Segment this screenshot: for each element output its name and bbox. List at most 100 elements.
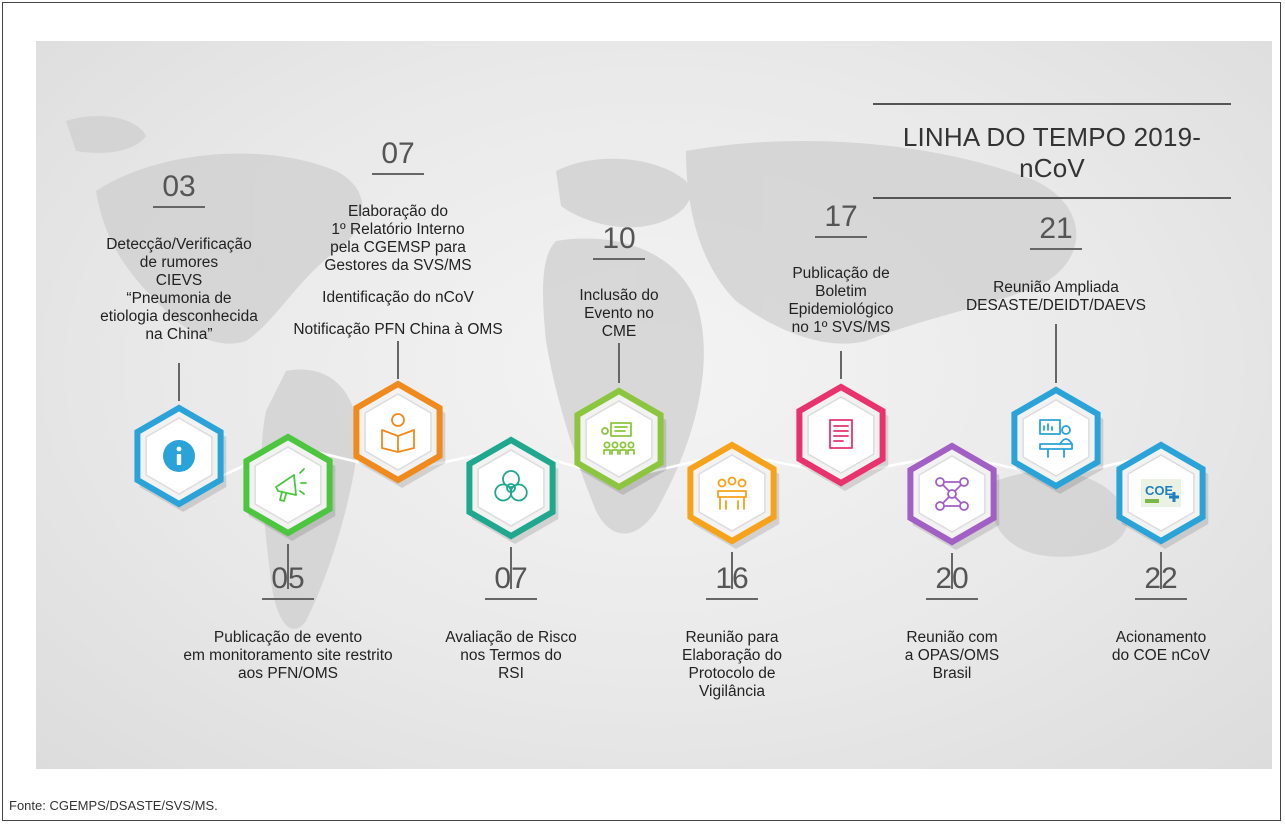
date-underline	[593, 258, 645, 260]
presentation-icon	[601, 422, 635, 455]
event-date: 17	[824, 200, 858, 233]
megaphone-icon	[275, 468, 307, 502]
event-description-line: Notificação PFN China à OMS	[293, 321, 503, 338]
event-description-line: aos PFN/OMS	[238, 665, 338, 682]
event-hexagon	[243, 433, 336, 541]
date-underline	[1030, 248, 1082, 250]
event-hexagon	[134, 404, 227, 512]
date-underline	[815, 236, 867, 238]
date-underline	[706, 598, 758, 600]
event-description-line: “Pneumonia de	[126, 290, 232, 307]
event-description-line: no 1º SVS/MS	[791, 319, 891, 336]
event-description-line: Protocolo de	[688, 665, 776, 682]
event-connector	[618, 343, 620, 383]
event-description-line: Avaliação de Risco	[445, 629, 577, 646]
event-description-line: Acionamento	[1115, 629, 1207, 646]
event-description-line: do COE nCoV	[1111, 647, 1211, 664]
event-connector	[178, 363, 180, 401]
event-date: 10	[602, 222, 636, 255]
event-description-line: Inclusão do	[579, 287, 659, 304]
event-description-line: Publicação de evento	[213, 629, 363, 646]
event-description-line: Publicação de	[792, 265, 890, 282]
event-description-line: Brasil	[932, 665, 972, 682]
event-date: 03	[162, 170, 196, 203]
date-underline	[153, 206, 205, 208]
event-connector	[840, 351, 842, 379]
event-description-line: CME	[601, 323, 637, 340]
event-description-line: Elaboração do	[682, 647, 782, 664]
event-description-line: Evento no	[584, 305, 654, 322]
event-connector	[1055, 324, 1057, 383]
event-hexagon	[687, 441, 780, 549]
date-underline	[926, 598, 978, 600]
hexagon-chain: COE	[134, 380, 1209, 550]
event-hexagon	[574, 387, 667, 495]
event-connector	[951, 553, 953, 589]
event-description-line: Vigilância	[698, 683, 766, 700]
event-description-line: Gestores da SVS/MS	[324, 257, 472, 274]
date-underline	[262, 598, 314, 600]
event-description-line: CIEVS	[155, 272, 203, 289]
event-description-line: Detecção/Verificação	[106, 236, 252, 253]
event-connector	[397, 341, 399, 379]
event-connector	[287, 544, 289, 589]
event-hexagon	[353, 380, 446, 488]
timeline-title: LINHA DO TEMPO 2019-nCoV	[902, 122, 1202, 183]
event-date: 21	[1039, 212, 1073, 245]
event-description-line: RSI	[498, 665, 524, 682]
event-description-line: etiologia desconhecida	[100, 308, 258, 325]
event-hexagon	[466, 436, 559, 544]
event-description-line: Reunião Ampliada	[993, 279, 1119, 296]
newspaper-icon	[829, 419, 853, 449]
event-hexagon	[907, 442, 1000, 550]
event-description-line: a OPAS/OMS	[904, 647, 1000, 664]
timeline-title-block: LINHA DO TEMPO 2019-nCoV	[873, 103, 1231, 199]
event-description-line: em monitoramento site restrito	[183, 647, 393, 664]
event-hexagon	[796, 383, 889, 491]
meeting-icon	[717, 476, 747, 510]
event-connector	[1160, 552, 1162, 589]
info-icon	[163, 440, 195, 472]
network-icon	[935, 477, 969, 511]
title-top-rule	[873, 103, 1231, 105]
event-connector	[731, 552, 733, 589]
event-description-line: Elaboração do	[348, 203, 448, 220]
event-description-line: Boletim	[815, 283, 867, 300]
date-underline	[1135, 598, 1187, 600]
event-description-line: DESASTE/DEIDT/DAEVS	[965, 297, 1147, 314]
event-connector	[510, 547, 512, 589]
event-description-line: Reunião para	[685, 629, 779, 646]
date-underline	[372, 173, 424, 175]
svg-text:COE: COE	[1145, 483, 1174, 498]
conference-icon	[1039, 419, 1073, 458]
event-description-line: pela CGEMSP para	[330, 239, 466, 256]
reading-person-icon	[381, 413, 415, 453]
event-date: 07	[381, 137, 415, 170]
title-bottom-rule	[873, 197, 1231, 199]
event-description-line: Identificação do nCoV	[322, 289, 474, 306]
event-description-line: Reunião com	[906, 629, 998, 646]
event-description-line: 1º Relatório Interno	[331, 221, 465, 238]
event-description-line: nos Termos do	[460, 647, 562, 664]
event-hexagon	[1011, 386, 1104, 494]
source-note: Fonte: CGEMPS/DSASTE/SVS/MS.	[9, 798, 218, 813]
event-description-line: Epidemiológico	[788, 301, 894, 318]
event-description-line: na China”	[145, 326, 213, 343]
event-description-line	[293, 307, 502, 321]
date-underline	[485, 598, 537, 600]
coe-logo-icon: COE	[1141, 479, 1181, 507]
event-hexagon: COE	[1116, 441, 1209, 549]
biohazard-icon	[494, 470, 528, 502]
event-description-line: de rumores	[139, 254, 219, 271]
